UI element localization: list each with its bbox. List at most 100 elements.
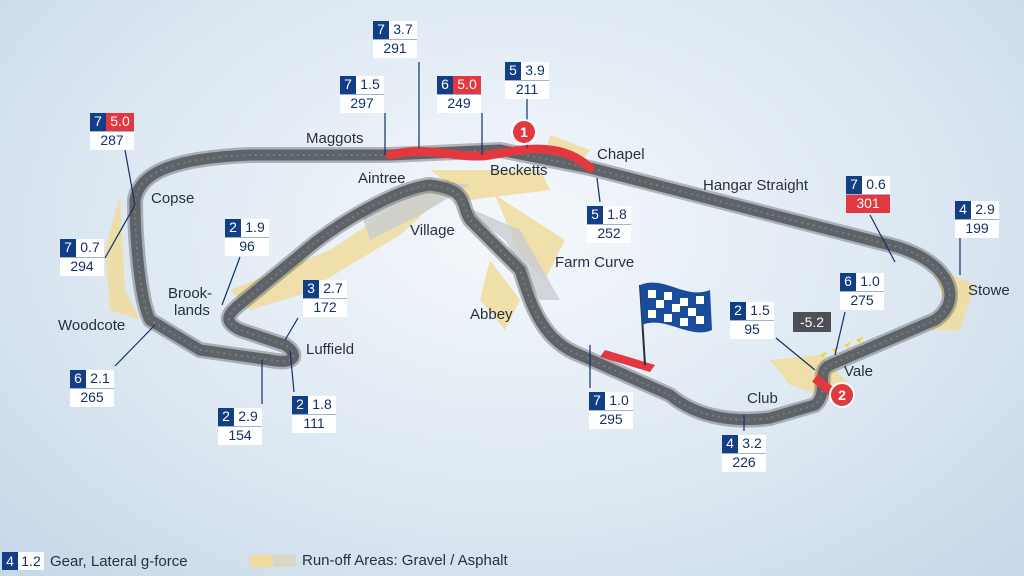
corner-stowe: Stowe [968,282,1010,299]
corner-luffield: Luffield [306,341,355,358]
gear-value: 5 [505,62,521,80]
chequered-flag-icon [639,282,712,366]
gear-value: 3 [303,280,319,298]
asphalt-runoff [360,180,560,300]
gear-value: 7 [373,21,389,39]
g-force-value: 5.0 [453,76,481,94]
corner-club: Club [747,390,778,407]
g-force-value: 2.1 [86,370,114,388]
speed-value: 95 [730,320,774,339]
g-force-value: 1.0 [605,392,633,410]
g-force-value: 5.0 [106,113,134,131]
corner-aintree: Aintree [358,170,406,187]
legend-gear-value: 4 [2,552,18,570]
speed-value: 301 [846,194,890,213]
gear-value: 2 [730,302,746,320]
speed-value: 199 [955,219,999,238]
legend-runoff-label: Run-off Areas: Gravel / Asphalt [302,552,508,569]
g-force-value: 2.9 [971,201,999,219]
corner-vale: Vale [844,363,873,380]
gear-value: 4 [722,435,738,453]
speed-value: 275 [840,291,884,310]
gear-value: 6 [70,370,86,388]
gear-value: 5 [587,206,603,224]
track-edge [134,149,951,421]
corner-farm-curve: Farm Curve [555,254,635,271]
corner-woodcote: Woodcote [58,317,126,334]
speed-value: 295 [589,410,633,429]
speed-value: 226 [722,453,766,472]
gear-value: 2 [218,408,234,426]
gear-value: 7 [340,76,356,94]
g-force-value: 3.9 [521,62,549,80]
g-force-value: 1.5 [356,76,384,94]
corner-copse: Copse [151,190,195,207]
gear-value: 7 [90,113,106,131]
braking-g-badge: -5.2 [793,312,831,332]
gear-value: 6 [437,76,453,94]
gear-value: 7 [60,239,76,257]
corner-abbey: Abbey [470,306,513,323]
marker-1: 1 [511,119,537,145]
legend-gear-label: Gear, Lateral g-force [50,552,188,570]
corner-becketts: Becketts [490,162,548,179]
g-force-value: 0.6 [862,176,890,194]
g-force-value: 1.9 [241,219,269,237]
speed-value: 154 [218,426,262,445]
corner-chapel: Chapel [597,146,645,163]
g-force-value: 1.5 [746,302,774,320]
speed-value: 265 [70,388,114,407]
brooklands-line1: Brook- [168,285,213,302]
corner-maggots: Maggots [306,130,364,147]
runoff-swatch [250,554,296,567]
corner-village: Village [410,222,455,239]
speed-value: 291 [373,39,417,58]
start-finish-line [600,350,655,372]
gear-value: 7 [846,176,862,194]
marker-2: 2 [829,382,855,408]
speed-value: 252 [587,224,631,243]
maggots-becketts-section [385,144,595,173]
legend-g-value: 1.2 [18,552,44,570]
speed-value: 96 [225,237,269,256]
legend-runoff: Run-off Areas: Gravel / Asphalt [250,552,508,569]
speed-value: 297 [340,94,384,113]
brooklands-line2: lands [174,302,210,319]
speed-value: 111 [292,414,336,433]
speed-value: 294 [60,257,104,276]
g-force-value: 2.7 [319,280,347,298]
g-force-value: 0.7 [76,239,104,257]
g-force-value: 1.0 [856,273,884,291]
speed-value: 287 [90,131,134,150]
gear-value: 4 [955,201,971,219]
g-force-value: 3.2 [738,435,766,453]
speed-value: 249 [437,94,481,113]
speed-value: 211 [505,80,549,99]
corner-hangar-straight: Hangar Straight [703,177,809,194]
g-force-value: 2.9 [234,408,262,426]
g-force-value: 1.8 [603,206,631,224]
gear-value: 6 [840,273,856,291]
corner-brooklands: Brook-lands [168,285,212,319]
